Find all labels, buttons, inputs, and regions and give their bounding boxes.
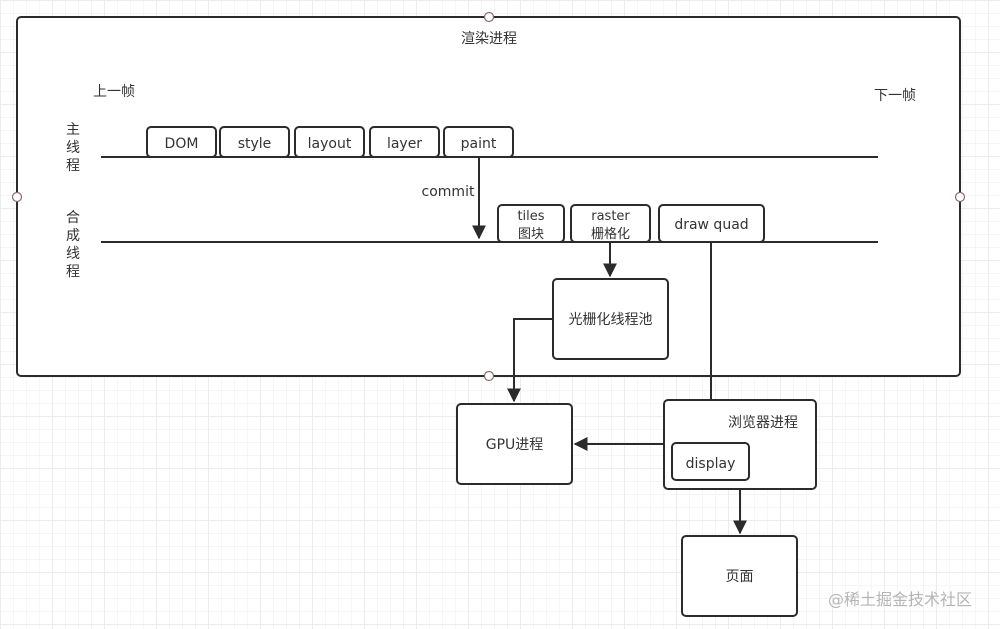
pool-to-gpu-arrow[interactable] — [507, 318, 553, 403]
page-label: 页面 — [726, 569, 754, 585]
stage-draw-quad[interactable]: draw quad — [658, 204, 765, 243]
stage-draw-quad-label: draw quad — [674, 217, 748, 233]
stage-dom-label: DOM — [165, 136, 199, 152]
next-frame-label: 下一帧 — [874, 88, 916, 104]
page-box[interactable]: 页面 — [681, 535, 798, 617]
compositor-thread-label: 合 成 线 程 — [66, 210, 80, 280]
main-thread-char: 线 — [66, 140, 80, 156]
previous-frame-label: 上一帧 — [93, 84, 135, 100]
display-box[interactable]: display — [671, 442, 750, 481]
stage-raster-label-zh: 栅格化 — [591, 226, 630, 242]
commit-label: commit — [422, 184, 475, 200]
stage-raster-label-en: raster — [591, 209, 630, 224]
stage-layout[interactable]: layout — [294, 126, 365, 158]
stage-tiles[interactable]: tiles 图块 — [497, 204, 565, 243]
stage-tiles-label-en: tiles — [517, 209, 544, 224]
compositor-thread-char: 线 — [66, 246, 80, 262]
gpu-process[interactable]: GPU进程 — [456, 403, 573, 485]
stage-paint-label: paint — [461, 136, 497, 152]
display-label: display — [686, 456, 736, 472]
stage-layout-label: layout — [308, 136, 352, 152]
stage-style-label: style — [238, 136, 272, 152]
compositor-thread-char: 程 — [66, 264, 80, 280]
stage-style[interactable]: style — [219, 126, 290, 158]
connection-handle-top[interactable] — [483, 11, 495, 23]
connection-handle-bottom[interactable] — [483, 370, 495, 382]
main-thread-char: 主 — [66, 122, 80, 138]
stage-raster[interactable]: raster 栅格化 — [570, 204, 651, 243]
main-thread-label: 主 线 程 — [66, 122, 80, 174]
stage-dom[interactable]: DOM — [146, 126, 217, 158]
stage-paint[interactable]: paint — [443, 126, 514, 158]
container-title: 渲染进程 — [461, 31, 517, 47]
browser-process-label: 浏览器进程 — [728, 415, 798, 431]
raster-thread-pool[interactable]: 光栅化线程池 — [552, 278, 669, 360]
gpu-process-label: GPU进程 — [486, 437, 544, 453]
connection-handle-left[interactable] — [11, 191, 23, 203]
connection-handle-right[interactable] — [954, 191, 966, 203]
compositor-thread-char: 合 — [66, 210, 80, 226]
compositor-thread-char: 成 — [66, 228, 80, 244]
render-process-container[interactable] — [16, 16, 961, 377]
main-thread-char: 程 — [66, 158, 80, 174]
stage-layer-label: layer — [387, 136, 422, 152]
stage-layer[interactable]: layer — [369, 126, 440, 158]
stage-tiles-label-zh: 图块 — [518, 227, 544, 242]
raster-thread-pool-label: 光栅化线程池 — [569, 312, 653, 328]
watermark: @稀土掘金技术社区 — [828, 590, 972, 609]
